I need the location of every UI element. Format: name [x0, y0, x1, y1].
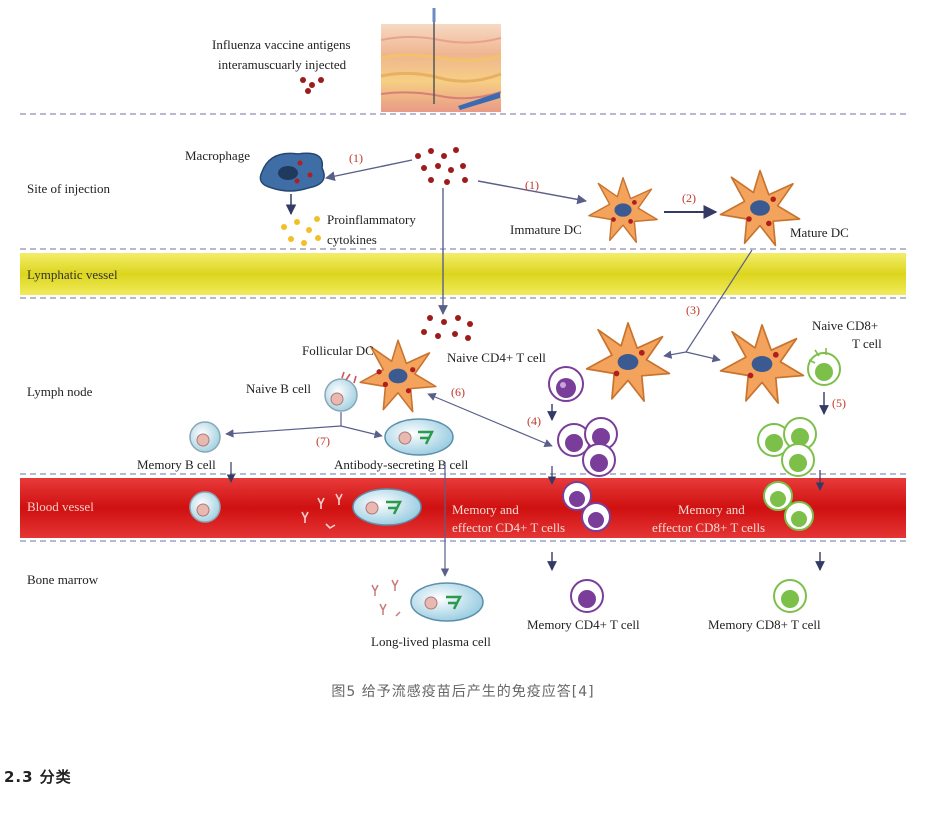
blood-antibodies [301, 493, 343, 530]
blood-vessel-band [20, 478, 906, 538]
arrow-to-macrophage [325, 159, 413, 181]
figure-caption: 图5 给予流感疫苗后产生的免疫应答[4] [331, 684, 595, 700]
arrow-to-cd4-dc [663, 350, 687, 359]
follicular-dc-label: Follicular DC [302, 343, 374, 358]
long-lived-plasma-cell [410, 582, 484, 622]
antibody-secreting-b-cell [384, 418, 454, 456]
marrow-antibodies [371, 579, 401, 617]
naive-cd8-cell [807, 348, 841, 386]
section-number: 2.3 [4, 768, 34, 786]
immature-dc-cell [588, 176, 658, 244]
memory-b-cell [189, 421, 221, 453]
mature-dc-cell [719, 169, 801, 247]
cd4-cluster-lymph [557, 417, 618, 477]
macrophage-label: Macrophage [185, 148, 250, 163]
long-lived-plasma-label: Long-lived plasma cell [371, 634, 491, 649]
step-label-2: (2) [682, 191, 696, 205]
step-label-6: (6) [451, 385, 465, 399]
blood-memory-b [189, 491, 221, 523]
naive-cd8-label-line2: T cell [852, 336, 882, 351]
naive-b-label: Naive B cell [246, 381, 311, 396]
step-label-7: (7) [316, 434, 330, 448]
zone-label-lymphatic: Lymphatic vessel [27, 267, 118, 282]
mem-eff-cd8-label-line1: Memory and [678, 502, 745, 517]
step-label-4: (4) [527, 414, 541, 428]
macrophage-cell [259, 152, 325, 192]
naive-cd4-label: Naive CD4+ T cell [447, 350, 546, 365]
arrow-fdc-cd4 [427, 393, 553, 447]
step-label-3: (3) [686, 303, 700, 317]
mem-eff-cd4-label-line1: Memory and [452, 502, 519, 517]
follicular-dc-cell [359, 339, 437, 413]
naive-cd4-dc [585, 322, 671, 402]
antibody-secreting-label: Antibody-secreting B cell [334, 457, 469, 472]
proinflammatory-label-line2: cytokines [327, 232, 377, 247]
skin-injection-image [380, 8, 502, 112]
antigens-label-line1: Influenza vaccine antigens [212, 37, 351, 52]
blood-cd8-cluster [763, 481, 814, 531]
arrow-to-immature-dc [477, 180, 587, 205]
immature-dc-label: Immature DC [510, 222, 582, 237]
arrow-to-cd8-dc [685, 351, 721, 363]
memory-cd8-cell [773, 579, 807, 613]
step-label-1a: (1) [349, 151, 363, 165]
naive-b-cell [324, 371, 358, 412]
arrow-dc-migration [685, 249, 753, 353]
naive-cd8-label-line1: Naive CD8+ [812, 318, 878, 333]
memory-b-label: Memory B cell [137, 457, 216, 472]
cd8-cluster-lymph [757, 417, 817, 477]
zone-label-bone-marrow: Bone marrow [27, 572, 99, 587]
immune-response-figure: Site of injection Lymphatic vessel Lymph… [20, 8, 906, 649]
memory-cd4-label: Memory CD4+ T cell [527, 617, 640, 632]
memory-cd8-label: Memory CD8+ T cell [708, 617, 821, 632]
naive-cd8-dc [719, 324, 805, 404]
section-title: 分类 [39, 768, 72, 786]
lymphatic-vessel-band [20, 253, 906, 295]
lymph-node-antigens [421, 315, 473, 341]
step-label-5: (5) [832, 396, 846, 410]
cytokine-dots [281, 216, 321, 246]
mature-dc-label: Mature DC [790, 225, 849, 240]
memory-cd4-cell [570, 579, 604, 613]
antigen-cluster [415, 147, 468, 185]
step-label-1b: (1) [525, 178, 539, 192]
section-heading: 2.3 分类 [4, 766, 78, 787]
zone-label-lymph-node: Lymph node [27, 384, 93, 399]
mem-eff-cd8-label-line2: effector CD8+ T cells [652, 520, 765, 535]
blood-antibody-b [352, 488, 422, 526]
zone-label-site: Site of injection [27, 181, 111, 196]
arrow-to-antibody-b [340, 425, 383, 439]
zone-label-blood: Blood vessel [27, 499, 94, 514]
proinflammatory-label-line1: Proinflammatory [327, 212, 416, 227]
arrow-to-memory-b [225, 425, 342, 438]
blood-cd4-cluster [562, 481, 611, 532]
injected-antigens [300, 77, 324, 94]
antigens-label-line2: interamuscuarly injected [218, 57, 347, 72]
naive-cd4-cell [548, 366, 584, 402]
mem-eff-cd4-label-line2: effector CD4+ T cells [452, 520, 565, 535]
